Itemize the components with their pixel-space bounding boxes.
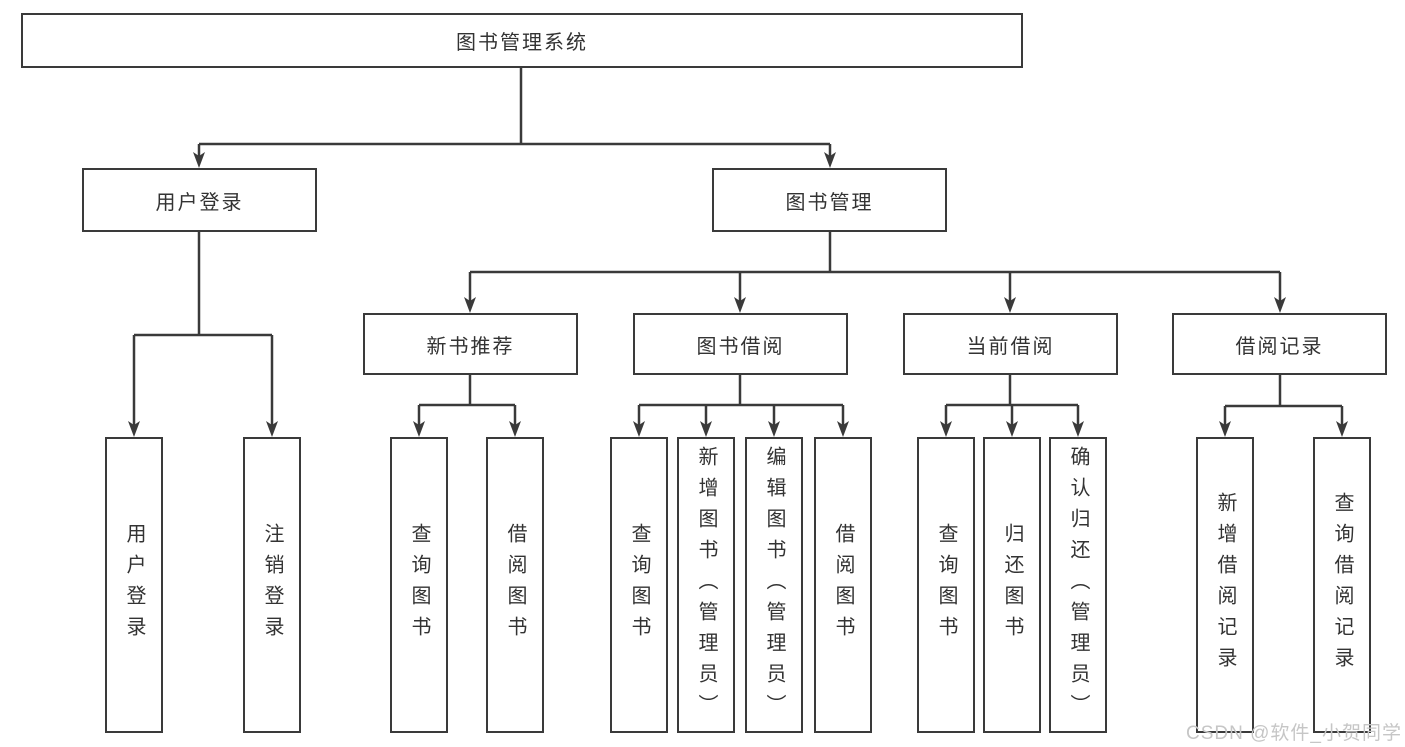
node-root: 图书管理系统 [21,13,1023,68]
leaf-logout-label: 注销登录 [261,523,283,647]
arrowhead [193,152,205,168]
leaf-add-borrow-record-label: 新增借阅记录 [1214,492,1236,678]
leaf-user-login-label: 用户登录 [123,523,145,647]
arrowhead [837,421,849,437]
node-new-book-recommend-label: 新书推荐 [426,335,515,358]
node-borrow-records: 借阅记录 [1172,313,1387,375]
leaf-borrow-books-recommend-label: 借阅图书 [504,523,526,647]
leaf-confirm-return-admin-label: 确认归还（管理员） [1067,445,1089,725]
leaf-query-books-current-label: 查询图书 [935,523,957,647]
connector-recommend-to-leaves [417,375,517,429]
leaf-borrow-books-recommend: 借阅图书 [486,437,544,733]
leaf-query-borrow-record: 查询借阅记录 [1313,437,1371,733]
connector-current-to-leaves [944,375,1080,429]
leaf-borrow-books-label: 借阅图书 [832,523,854,647]
arrowhead [940,421,952,437]
node-book-borrow-label: 图书借阅 [696,335,785,358]
node-user-login: 用户登录 [82,168,317,232]
leaf-query-books-current: 查询图书 [917,437,975,733]
arrowhead [128,421,140,437]
node-book-management: 图书管理 [712,168,947,232]
node-root-label: 图书管理系统 [456,32,588,54]
arrowhead [768,421,780,437]
connector-root-to-level2 [197,68,832,160]
node-book-borrow: 图书借阅 [633,313,848,375]
connector-borrow-to-leaves [637,375,845,429]
arrowhead [1072,421,1084,437]
arrowhead [464,297,476,313]
node-book-management-label: 图书管理 [785,191,874,214]
leaf-return-book: 归还图书 [983,437,1041,733]
arrowhead [824,152,836,168]
leaf-query-books-recommend: 查询图书 [390,437,448,733]
node-new-book-recommend: 新书推荐 [363,313,578,375]
watermark: CSDN @软件_小贺同学 [1186,723,1402,744]
arrowhead [413,421,425,437]
connector-userlogin-to-leaves [132,232,274,429]
leaf-return-book-label: 归还图书 [1001,523,1023,647]
leaf-query-borrow-record-label: 查询借阅记录 [1331,492,1353,678]
arrowhead-layer [128,152,1348,437]
leaf-query-books-borrow: 查询图书 [610,437,668,733]
leaf-user-login: 用户登录 [105,437,163,733]
arrowhead [1004,297,1016,313]
arrowhead [1274,297,1286,313]
arrowhead [266,421,278,437]
arrowhead [1336,421,1348,437]
arrowhead [509,421,521,437]
leaf-edit-book-admin-label: 编辑图书（管理员） [763,445,785,725]
leaf-confirm-return-admin: 确认归还（管理员） [1049,437,1107,733]
leaf-logout: 注销登录 [243,437,301,733]
leaf-add-book-admin-label: 新增图书（管理员） [695,445,717,725]
arrowhead [734,297,746,313]
leaf-query-books-borrow-label: 查询图书 [628,523,650,647]
leaf-edit-book-admin: 编辑图书（管理员） [745,437,803,733]
node-borrow-records-label: 借阅记录 [1235,335,1324,358]
leaf-add-book-admin: 新增图书（管理员） [677,437,735,733]
leaf-add-borrow-record: 新增借阅记录 [1196,437,1254,733]
node-user-login-label: 用户登录 [155,191,244,214]
node-current-borrow-label: 当前借阅 [966,335,1055,358]
connector-records-to-leaves [1223,375,1344,429]
node-current-borrow: 当前借阅 [903,313,1118,375]
connector-bookmgmt-to-level3 [468,232,1282,305]
arrowhead [700,421,712,437]
leaf-borrow-books: 借阅图书 [814,437,872,733]
arrowhead [1006,421,1018,437]
arrowhead [633,421,645,437]
arrowhead [1219,421,1231,437]
leaf-query-books-recommend-label: 查询图书 [408,523,430,647]
